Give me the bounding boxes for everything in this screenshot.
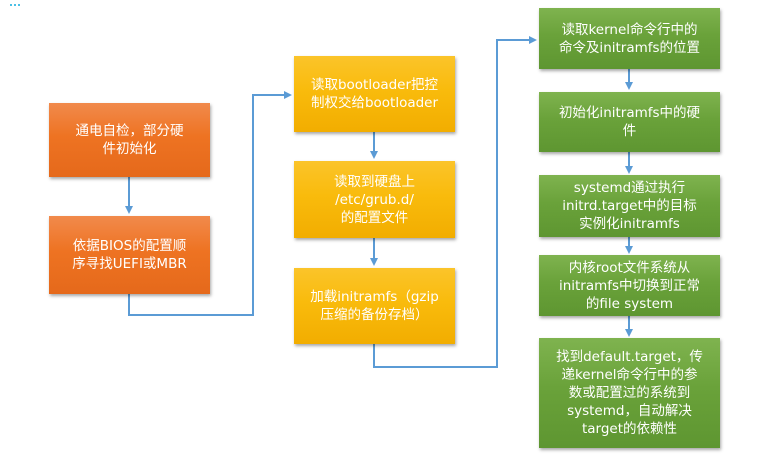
step-default-target: 找到default.target，传 递kernel命令行中的参 数或配置过的系…	[539, 338, 720, 448]
step-load-initramfs: 加载initramfs（gzip 压缩的备份存档）	[294, 268, 455, 344]
step-power-on: 通电自检，部分硬 件初始化	[49, 103, 210, 177]
step-bios-order: 依据BIOS的配置顺 序寻找UEFI或MBR	[49, 216, 210, 294]
step-switch-root: 内核root文件系统从 initramfs中切换到正常 的file system	[539, 255, 720, 316]
step-read-bootloader: 读取bootloader把控 制权交给bootloader	[294, 56, 455, 132]
step-systemd-initrd: systemd通过执行 initrd.target中的目标 实例化initram…	[539, 175, 720, 237]
step-init-hardware: 初始化initramfs中的硬 件	[539, 92, 720, 152]
step-grub-config: 读取到硬盘上 /etc/grub.d/ 的配置文件	[294, 161, 455, 238]
arrow-initramfs-to-kernel	[373, 36, 537, 368]
arrow-bios-to-bootloader	[128, 91, 292, 316]
corner-logo-icon	[10, 0, 20, 6]
step-read-kernel-cmdline: 读取kernel命令行中的 命令及initramfs的位置	[539, 8, 720, 69]
